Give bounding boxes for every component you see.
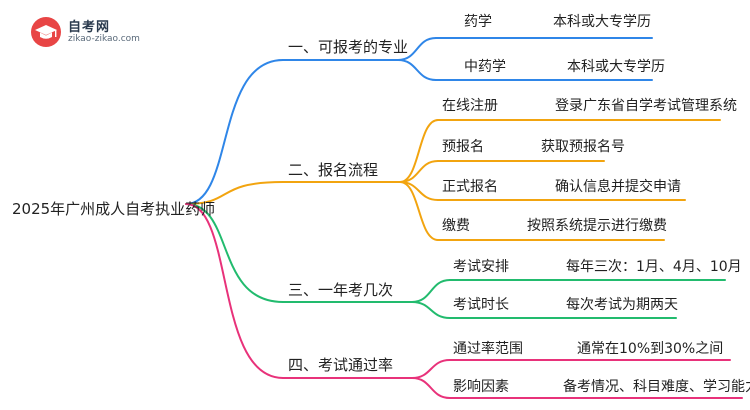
leaf-desc-payment: 按照系统提示进行缴费 xyxy=(527,218,667,234)
root-connector-3 xyxy=(185,203,284,303)
leaf-label-influencing-factors: 影响因素 xyxy=(453,379,509,395)
leaf-label-formal-register: 正式报名 xyxy=(442,179,498,195)
logo-title: 自考网 xyxy=(68,20,111,35)
leaf-label-exam-duration: 考试时长 xyxy=(453,297,509,313)
branch-majors: 一、可报考的专业 xyxy=(288,38,409,56)
leaf-desc-exam-schedule: 每年三次：1月、4月、10月 xyxy=(566,259,742,275)
branch-registration: 二、报名流程 xyxy=(288,161,379,179)
leaf-connector-1-2 xyxy=(397,59,437,81)
root-connector-1 xyxy=(185,59,284,205)
root-connector-2 xyxy=(185,181,284,205)
branch-exam-frequency: 三、一年考几次 xyxy=(288,281,394,299)
root-connector-4 xyxy=(185,203,284,379)
leaf-label-pass-rate-range: 通过率范围 xyxy=(453,341,523,357)
site-logo[interactable]: 自考网 zikao-zikao.com xyxy=(30,14,150,50)
leaf-desc-pharmacy: 本科或大专学历 xyxy=(553,14,651,30)
leaf-connector-4-2 xyxy=(411,377,451,399)
leaf-desc-pass-rate-range: 通常在10%到30%之间 xyxy=(577,341,724,357)
leaf-desc-tcm-pharmacy: 本科或大专学历 xyxy=(567,59,665,75)
leaf-label-online-register: 在线注册 xyxy=(442,98,498,114)
leaf-connector-3-2 xyxy=(411,301,451,319)
graduation-cap-icon xyxy=(31,17,61,47)
leaf-desc-pre-register: 获取预报名号 xyxy=(541,139,625,155)
leaf-desc-exam-duration: 每次考试为期两天 xyxy=(566,297,678,313)
leaf-connector-2-1 xyxy=(399,119,439,183)
leaf-desc-influencing-factors: 备考情况、科目难度、学习能力 xyxy=(563,379,750,395)
leaf-desc-formal-register: 确认信息并提交申请 xyxy=(555,179,681,195)
leaf-label-exam-schedule: 考试安排 xyxy=(453,259,509,275)
leaf-connector-3-1 xyxy=(411,279,451,303)
leaf-connector-4-1 xyxy=(411,359,451,379)
leaf-connector-2-4 xyxy=(399,181,439,241)
branch-pass-rate: 四、考试通过率 xyxy=(288,356,394,374)
leaf-desc-online-register: 登录广东省自学考试管理系统 xyxy=(555,98,737,114)
leaf-label-tcm-pharmacy: 中药学 xyxy=(464,59,506,75)
logo-url: zikao-zikao.com xyxy=(68,34,140,44)
leaf-label-pre-register: 预报名 xyxy=(442,139,484,155)
leaf-label-pharmacy: 药学 xyxy=(464,14,492,30)
root-topic: 2025年广州成人自考执业药师 xyxy=(12,200,216,218)
leaf-label-payment: 缴费 xyxy=(442,218,470,234)
